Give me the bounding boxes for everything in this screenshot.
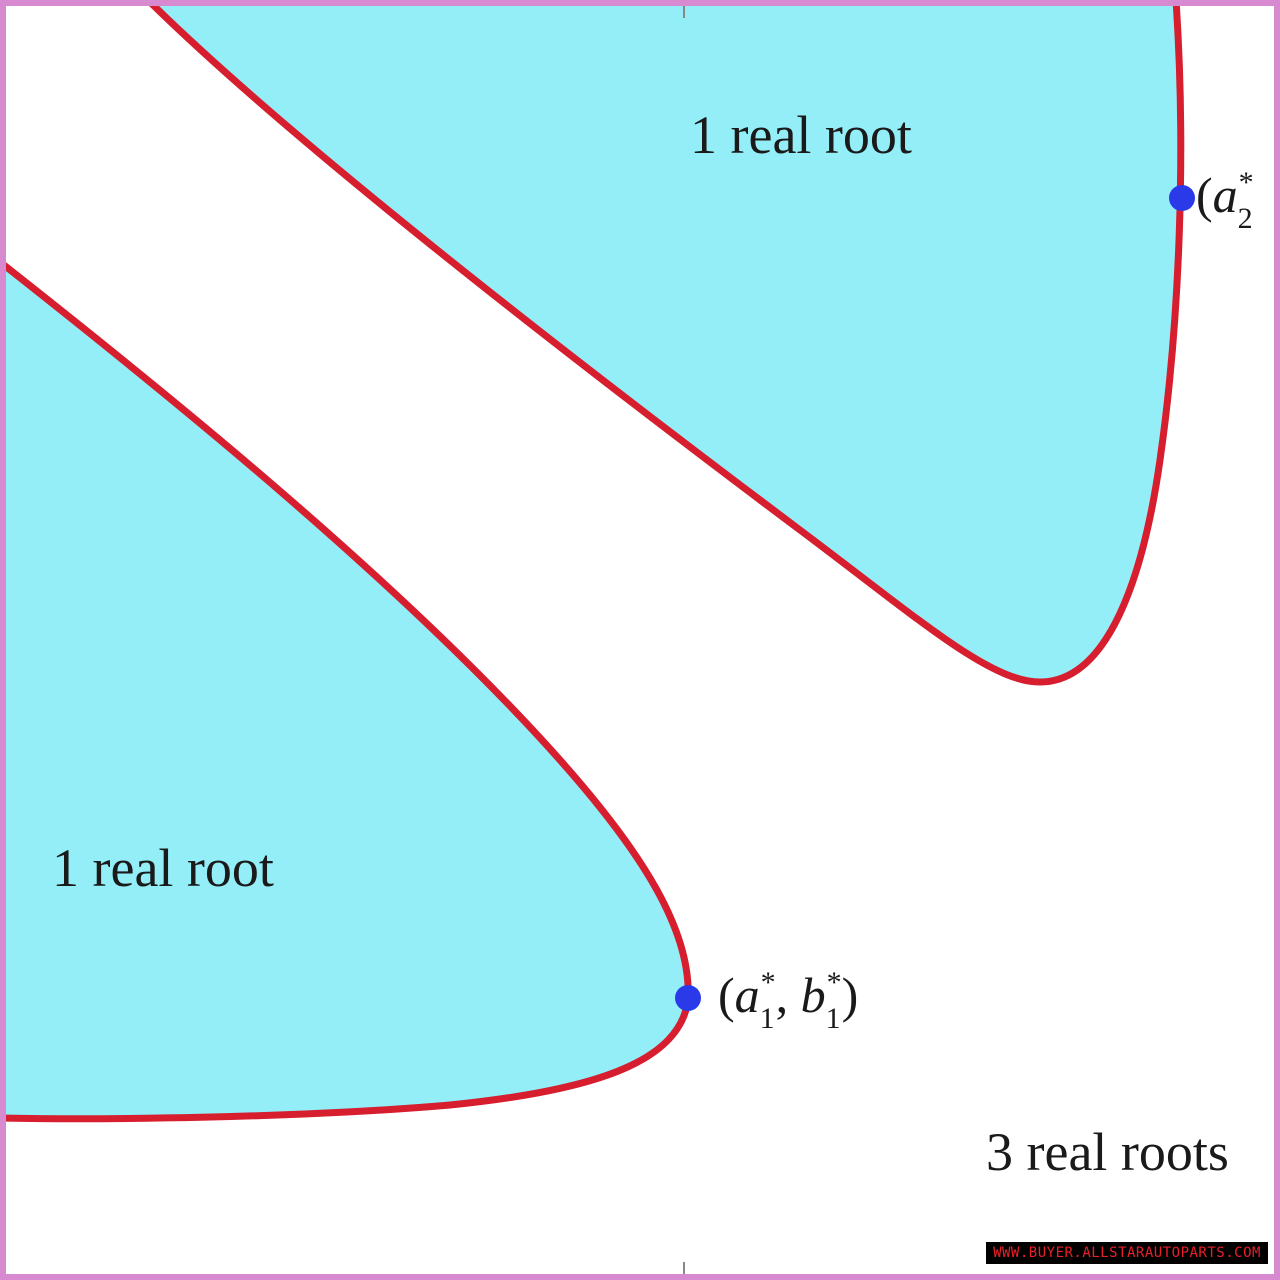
point-label-1: (a1*, b1*) [718,966,858,1035]
critical-point-2 [1169,185,1195,211]
region-label-three-roots: 3 real roots [986,1122,1229,1182]
upper-boundary-curve [149,6,1185,686]
lower-boundary-curve [6,262,692,1123]
upper-region-fill [154,6,1181,682]
watermark: WWW.BUYER.ALLSTARAUTOPARTS.COM [986,1242,1268,1264]
point-label-2: (a2* [1196,166,1254,235]
region-label-lower: 1 real root [52,838,274,898]
lower-region-fill [6,266,689,1119]
region-label-upper: 1 real root [690,105,912,165]
critical-point-1 [675,985,701,1011]
